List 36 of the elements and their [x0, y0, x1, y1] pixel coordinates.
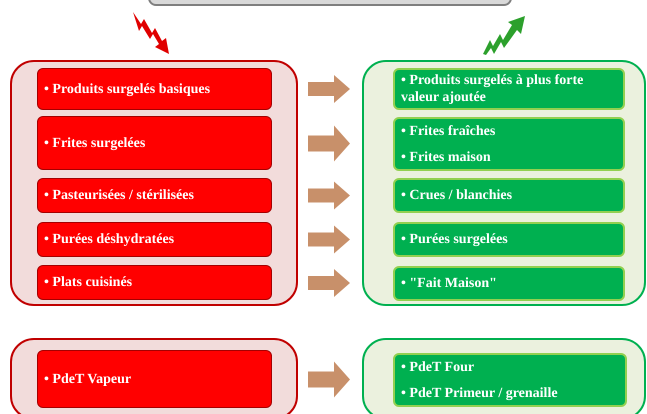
product-box	[37, 68, 272, 110]
item-text: • Produits surgelés à plus forte valeur ajoutée	[401, 72, 584, 106]
product-box	[393, 68, 625, 110]
product-box	[393, 178, 625, 213]
item-text: • Purées surgelées	[401, 231, 509, 248]
item-text: • "Fait Maison"	[401, 275, 498, 292]
product-box	[393, 117, 625, 171]
item-text: • Frites maison	[401, 148, 492, 166]
item-text: • Plats cuisinés	[44, 274, 134, 291]
product-box	[37, 265, 272, 300]
product-box	[37, 116, 272, 170]
item-text: • Crues / blanchies	[401, 187, 514, 204]
block-arrow	[308, 362, 350, 398]
product-box	[37, 222, 272, 257]
item-text: • PdeT Primeur / grenaille	[401, 384, 559, 402]
group-panel	[362, 338, 646, 414]
product-box	[37, 350, 272, 408]
item-text: • PdeT Four	[401, 358, 476, 376]
product-box	[393, 266, 625, 301]
item-text: • Produits surgelés basiques	[44, 80, 212, 98]
item-text: • Purées déshydratées	[44, 231, 176, 248]
block-arrow	[308, 126, 350, 162]
group-panel	[10, 338, 298, 414]
product-box	[393, 353, 627, 407]
block-arrow	[308, 182, 350, 210]
item-text: • Frites fraîches	[401, 122, 496, 140]
block-arrow	[308, 75, 350, 103]
item-text: • Frites surgelées	[44, 134, 146, 152]
group-panel	[10, 60, 298, 306]
product-box	[37, 178, 272, 213]
block-arrow	[308, 226, 350, 254]
block-arrow	[308, 269, 350, 297]
product-box	[393, 222, 625, 257]
group-panel	[362, 60, 646, 306]
item-text: • Pasteurisées / stérilisées	[44, 187, 195, 204]
item-text: • PdeT Vapeur	[44, 370, 132, 388]
